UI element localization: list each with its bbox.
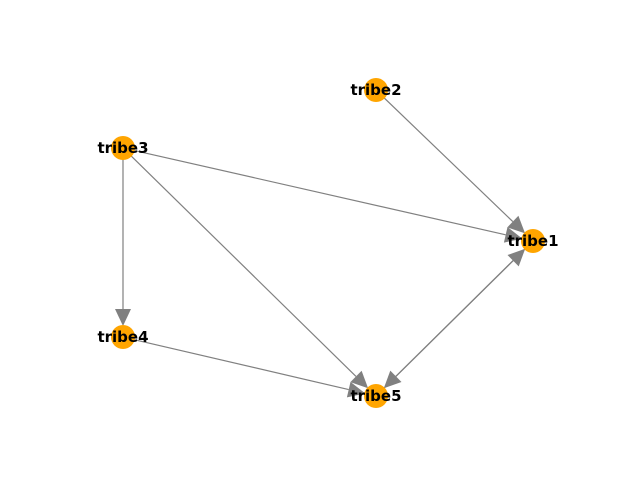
- edge-line: [128, 337, 349, 391]
- edge-tribe2-to-tribe1: [379, 93, 526, 234]
- arrowhead-icon: [346, 381, 366, 398]
- node-label: tribe3: [97, 139, 148, 157]
- node-tribe4: tribe4: [97, 325, 149, 349]
- edges-layer: [115, 93, 530, 398]
- edge-line: [128, 148, 506, 236]
- edge-tribe3-to-tribe5: [126, 151, 369, 389]
- node-tribe3: tribe3: [97, 136, 149, 160]
- edge-tribe3-to-tribe1: [128, 148, 523, 243]
- edge-tribe3-to-tribe4: [115, 154, 131, 326]
- edge-line: [379, 93, 514, 223]
- node-circle: [364, 78, 388, 102]
- node-tribe1: tribe1: [507, 229, 559, 253]
- arrowhead-icon: [503, 227, 523, 243]
- arrowhead-icon: [115, 309, 131, 326]
- nodes-layer: tribe1 tribe2 tribe3 tribe4 tribe5: [97, 78, 559, 408]
- arrowhead-icon: [507, 248, 526, 267]
- arrowhead-icon: [350, 370, 369, 389]
- node-label: tribe1: [507, 232, 558, 250]
- node-label: tribe2: [350, 81, 401, 99]
- node-circle: [364, 384, 388, 408]
- edge-tribe5-to-tribe1: [379, 248, 526, 393]
- edge-tribe4-to-tribe5: [128, 337, 366, 398]
- node-circle: [111, 325, 135, 349]
- node-circle: [521, 229, 545, 253]
- arrowhead-icon: [507, 215, 526, 234]
- node-tribe5: tribe5: [350, 384, 402, 408]
- node-label: tribe4: [97, 328, 148, 346]
- edge-line: [379, 260, 514, 393]
- node-tribe2: tribe2: [350, 78, 402, 102]
- edge-line: [126, 151, 357, 377]
- node-label: tribe5: [350, 387, 401, 405]
- node-circle: [111, 136, 135, 160]
